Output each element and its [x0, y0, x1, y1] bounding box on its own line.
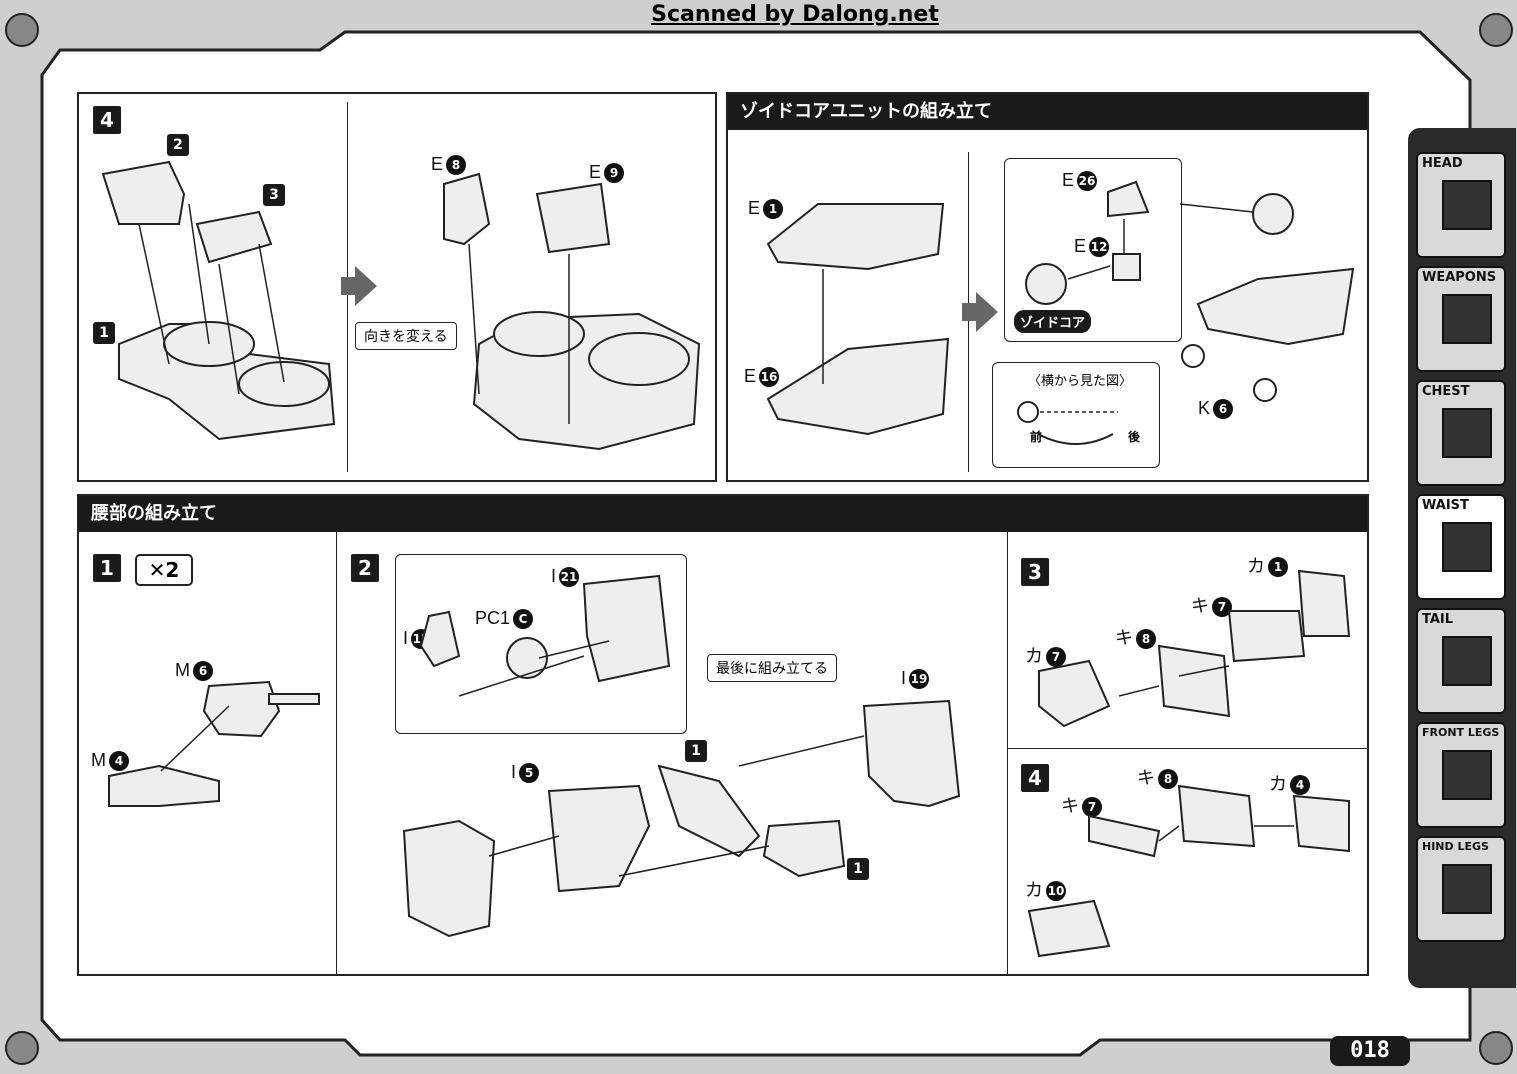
part-number-2: 2 — [167, 134, 189, 156]
tab-weapons[interactable]: WEAPONS — [1416, 266, 1506, 372]
step-number: 2 — [351, 554, 379, 582]
step-separator — [1007, 748, 1367, 749]
tab-front-legs[interactable]: FRONT LEGS — [1416, 722, 1506, 828]
step-number: 1 — [93, 554, 121, 582]
tab-waist[interactable]: WAIST — [1416, 494, 1506, 600]
scan-credit: Scanned by Dalong.net — [651, 2, 939, 27]
core-detail-box — [1004, 158, 1182, 342]
part-number-3: 3 — [263, 184, 285, 206]
core-assembly-drawing — [766, 180, 1355, 445]
part-number-1: 1 — [93, 322, 115, 344]
section-title: ゾイドコアユニットの組み立て — [728, 94, 1367, 130]
next-arrow — [341, 266, 377, 306]
side-view-title: 〈横から見た図〉 — [1028, 374, 1133, 389]
waist-assembly-drawing — [108, 569, 1351, 958]
reference-step-1: 1 — [847, 858, 869, 880]
step-number: 4 — [1021, 764, 1049, 792]
tab-chest[interactable]: CHEST — [1416, 380, 1506, 486]
orientation-callout: 向きを変える — [355, 322, 457, 350]
subassembly-box — [395, 554, 687, 734]
hind-legs-icon — [1442, 864, 1492, 914]
tail-icon — [1442, 636, 1492, 686]
assemble-last-callout: 最後に組み立てる — [707, 654, 837, 682]
side-view-box — [992, 362, 1160, 468]
reference-step-1: 1 — [685, 740, 707, 762]
step-divider — [1007, 532, 1008, 974]
head-icon — [1442, 180, 1492, 230]
zoid-core-label: ゾイドコア — [1014, 310, 1092, 333]
next-arrow — [962, 292, 998, 332]
step-number: 3 — [1021, 558, 1049, 586]
step4-assembly-drawing — [101, 160, 701, 451]
back-label: 後 — [1128, 430, 1141, 444]
step-number: 4 — [93, 106, 121, 134]
tab-hind-legs[interactable]: HIND LEGS — [1416, 836, 1506, 942]
chest-icon — [1442, 408, 1492, 458]
front-legs-icon — [1442, 750, 1492, 800]
waist-icon — [1442, 522, 1492, 572]
step-divider — [336, 532, 337, 974]
section-title: 腰部の組み立て — [79, 496, 1367, 532]
page-number: 018 — [1330, 1036, 1410, 1066]
weapons-icon — [1442, 294, 1492, 344]
quantity-badge: ✕2 — [135, 554, 193, 586]
tab-tail[interactable]: TAIL — [1416, 608, 1506, 714]
tab-head[interactable]: HEAD — [1416, 152, 1506, 258]
